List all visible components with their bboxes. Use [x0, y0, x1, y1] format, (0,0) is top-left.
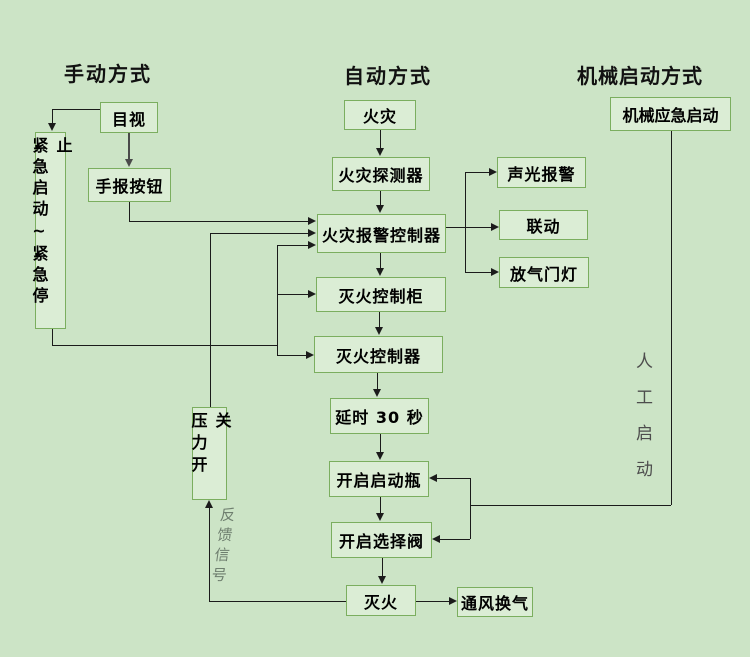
- connector: [277, 245, 308, 246]
- connector: [416, 601, 449, 602]
- column-title-auto: 自动方式: [344, 64, 432, 88]
- node-extinguish: 灭火: [346, 585, 416, 616]
- arrowhead-right-icon: [308, 290, 316, 298]
- node-linkage: 联动: [499, 210, 588, 240]
- connector: [380, 497, 381, 513]
- arrowhead-right-icon: [491, 268, 499, 276]
- connector: [129, 221, 308, 222]
- connector: [210, 233, 211, 407]
- connector: [52, 329, 53, 345]
- connector: [465, 172, 489, 173]
- connector: [470, 505, 671, 506]
- node-pressure-switch: 压力开关: [189, 407, 232, 500]
- node-ventilation: 通风换气: [457, 587, 533, 617]
- annotation-manual-start: 人工启动: [632, 352, 652, 496]
- arrowhead-down-icon: [375, 327, 383, 335]
- arrowhead-down-icon: [376, 452, 384, 460]
- arrowhead-down-icon: [373, 389, 381, 397]
- connector: [465, 172, 466, 272]
- connector: [446, 227, 465, 228]
- node-fire: 火灾: [344, 100, 416, 130]
- arrowhead-down-icon: [376, 513, 384, 521]
- node-fire-detector: 火灾探测器: [332, 157, 430, 191]
- connector: [52, 109, 100, 110]
- connector: [465, 227, 491, 228]
- connector: [277, 245, 278, 355]
- arrowhead-right-icon: [306, 351, 314, 359]
- node-open-pilot-cylinder: 开启启动瓶: [329, 461, 429, 497]
- node-open-selector-valve: 开启选择阀: [331, 522, 432, 558]
- connector: [465, 272, 491, 273]
- node-fire-alarm-controller: 火灾报警控制器: [317, 214, 446, 253]
- arrowhead-down-icon: [378, 576, 386, 584]
- connector: [380, 253, 381, 268]
- node-extinguishing-cabinet: 灭火控制柜: [316, 277, 446, 312]
- connector: [277, 355, 306, 356]
- connector: [470, 478, 471, 539]
- connector: [377, 373, 378, 389]
- arrowhead-right-icon: [491, 223, 499, 231]
- arrowhead-down-icon: [376, 148, 384, 156]
- connector: [209, 601, 346, 602]
- connector: [52, 109, 53, 123]
- node-manual-call-button: 手报按钮: [88, 168, 171, 202]
- node-mechanical-emergency-start: 机械应急启动: [610, 97, 731, 131]
- node-emergency-start-stop: 紧急启动~紧急停止: [30, 132, 73, 329]
- arrowhead-down-icon: [125, 159, 133, 167]
- arrowhead-down-icon: [376, 268, 384, 276]
- connector: [671, 131, 672, 505]
- column-title-manual: 手动方式: [64, 62, 152, 86]
- node-extinguishing-controller: 灭火控制器: [314, 336, 443, 373]
- connector: [380, 191, 381, 205]
- arrowhead-left-icon: [432, 535, 440, 543]
- column-title-mechanical: 机械启动方式: [577, 64, 703, 88]
- arrowhead-down-icon: [376, 205, 384, 213]
- arrowhead-right-icon: [489, 168, 497, 176]
- connector: [52, 345, 277, 346]
- node-delay-30s: 延时 30 秒: [330, 398, 429, 434]
- annotation-feedback-signal: 反馈信号: [208, 507, 238, 587]
- arrowhead-right-icon: [308, 241, 316, 249]
- arrowhead-down-icon: [48, 123, 56, 131]
- arrowhead-right-icon: [449, 597, 457, 605]
- connector: [440, 539, 470, 540]
- connector: [380, 434, 381, 452]
- node-visual: 目视: [100, 102, 158, 133]
- connector: [437, 478, 470, 479]
- connector: [380, 130, 381, 148]
- arrowhead-right-icon: [308, 217, 316, 225]
- connector: [210, 233, 308, 234]
- arrowhead-left-icon: [429, 474, 437, 482]
- connector: [209, 508, 210, 601]
- connector: [128, 133, 130, 159]
- arrowhead-up-icon: [205, 500, 213, 508]
- connector: [379, 312, 380, 327]
- connector: [382, 558, 383, 576]
- arrowhead-right-icon: [308, 229, 316, 237]
- node-gas-release-lamp: 放气门灯: [499, 257, 589, 288]
- node-sound-light-alarm: 声光报警: [497, 157, 586, 188]
- connector: [277, 294, 308, 295]
- connector: [129, 202, 130, 221]
